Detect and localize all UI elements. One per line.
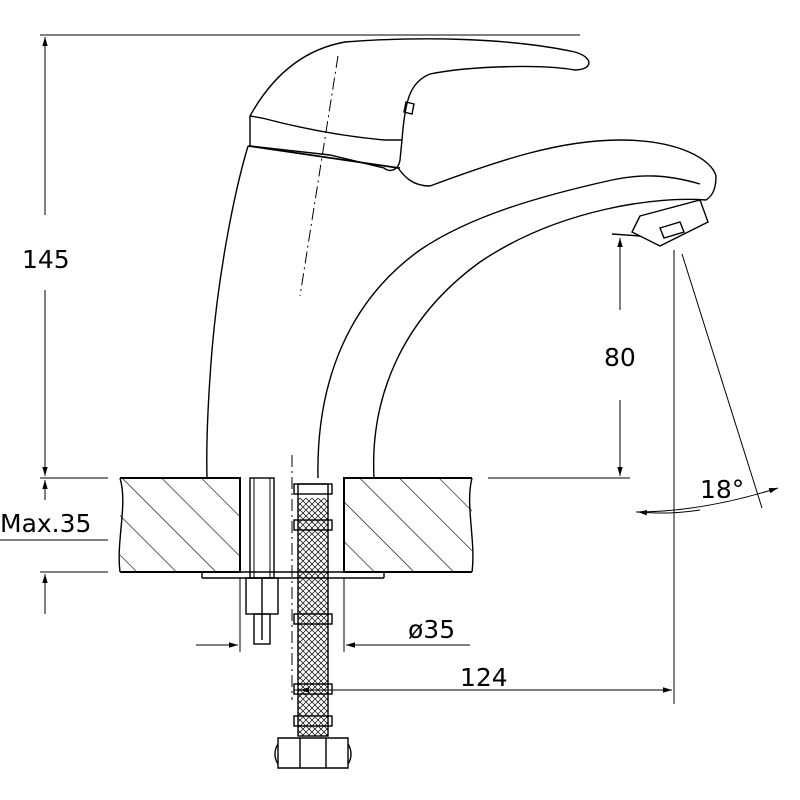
handle-axis-line (299, 55, 339, 297)
hole-diameter-label: ø35 (408, 615, 455, 644)
faucet-body (206, 38, 717, 479)
lever-underside (249, 115, 402, 141)
height-label: 145 (22, 245, 70, 274)
spout-lower (372, 198, 707, 479)
lever-handle (249, 38, 590, 172)
dim-angle-18: 18° (635, 253, 779, 516)
angle-label: 18° (700, 475, 744, 504)
dim-reach-124: 124 (294, 250, 675, 704)
reach-label: 124 (460, 663, 508, 692)
dim-height-145: 145 (22, 34, 580, 479)
dim-clearance-80: 80 (488, 238, 636, 479)
cartridge-cap (247, 145, 431, 187)
max-thickness-label: Max.35 (0, 509, 91, 538)
dim-hole-diameter: ø35 (196, 578, 470, 652)
clearance-label: 80 (604, 343, 636, 372)
body-inner-curve (317, 175, 701, 479)
spout-upper (429, 139, 717, 201)
flex-hose (274, 455, 352, 769)
mounting-stud (245, 477, 279, 645)
body-left-contour (206, 145, 249, 479)
countertop-section (118, 477, 474, 579)
dim-max-thickness: Max.35 (0, 480, 108, 614)
aerator (611, 199, 709, 247)
